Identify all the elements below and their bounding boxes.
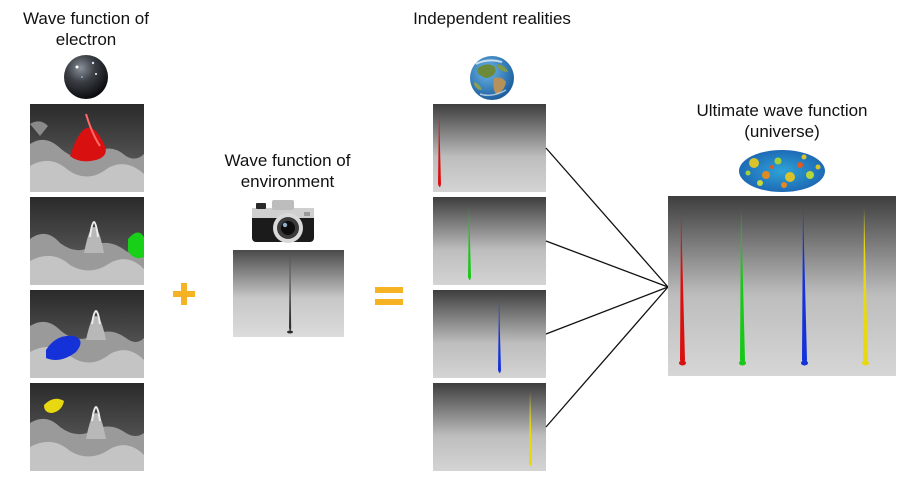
reality-panel-red xyxy=(433,104,546,192)
electron-title: Wave function of electron xyxy=(23,9,149,49)
universe-title: Ultimate wave function (universe) xyxy=(696,101,868,141)
electron-panel-green xyxy=(30,197,144,285)
reality-panel-green xyxy=(433,197,546,285)
earth-globe-icon xyxy=(468,54,516,107)
environment-panel xyxy=(233,250,344,337)
universe-panel xyxy=(668,196,896,376)
electron-panel-blue xyxy=(30,290,144,378)
electron-panel-yellow xyxy=(30,383,144,471)
electron-sphere-icon xyxy=(62,53,110,106)
environment-title: Wave function of environment xyxy=(224,151,351,191)
realities-title: Independent realities xyxy=(413,9,571,28)
cosmic-microwave-background-icon xyxy=(738,149,826,198)
reality-panel-blue xyxy=(433,290,546,378)
camera-icon xyxy=(250,196,320,251)
equals-icon xyxy=(375,285,403,312)
plus-icon xyxy=(173,283,195,310)
reality-panel-yellow xyxy=(433,383,546,471)
electron-panel-red xyxy=(30,104,144,192)
